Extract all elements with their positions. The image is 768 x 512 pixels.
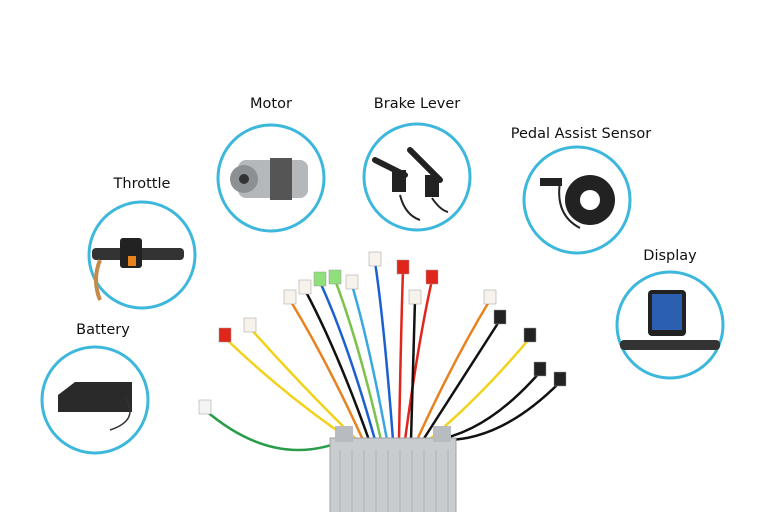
wire xyxy=(333,279,383,441)
wire-connector xyxy=(313,271,327,287)
controller-wires xyxy=(198,251,567,452)
label-pedal-assist-sensor: Pedal Assist Sensor xyxy=(510,126,652,142)
wire-connector xyxy=(328,269,342,285)
label-motor: Motor xyxy=(250,96,292,112)
wire-connector xyxy=(243,317,257,333)
controller-box xyxy=(329,426,457,512)
wire-connector xyxy=(553,371,567,387)
wire xyxy=(415,299,492,441)
wire-connector xyxy=(533,361,547,377)
wire xyxy=(403,279,434,441)
wire-connector xyxy=(198,399,212,415)
wire-connector xyxy=(425,269,439,285)
wire-connector xyxy=(345,274,359,290)
wire xyxy=(204,409,346,452)
wire-connector xyxy=(408,289,422,305)
label-battery: Battery xyxy=(76,322,130,338)
wire-connector xyxy=(493,309,507,325)
wire xyxy=(288,299,365,441)
motor-circle xyxy=(216,123,326,233)
wire-connector xyxy=(396,259,410,275)
wire xyxy=(303,289,371,441)
wire-connector xyxy=(298,279,312,295)
label-throttle: Throttle xyxy=(113,176,171,192)
wire-connector xyxy=(218,327,232,343)
wire-connector xyxy=(523,327,537,343)
throttle-circle xyxy=(87,200,197,310)
wire xyxy=(350,284,389,441)
battery-circle xyxy=(40,345,150,455)
wire-connector xyxy=(483,289,497,305)
pedal-assist-sensor-circle xyxy=(522,145,632,255)
wire-connector xyxy=(283,289,297,305)
label-display: Display xyxy=(643,248,697,264)
label-brake-lever: Brake Lever xyxy=(373,96,461,112)
wire xyxy=(409,299,417,441)
display-circle xyxy=(615,270,725,380)
wire xyxy=(421,319,502,441)
wire xyxy=(249,327,358,441)
brake-lever-circle xyxy=(362,122,472,232)
wire xyxy=(224,337,352,442)
wire-connector xyxy=(368,251,382,267)
wire xyxy=(318,281,377,441)
wire xyxy=(373,261,395,441)
wire xyxy=(397,269,405,441)
